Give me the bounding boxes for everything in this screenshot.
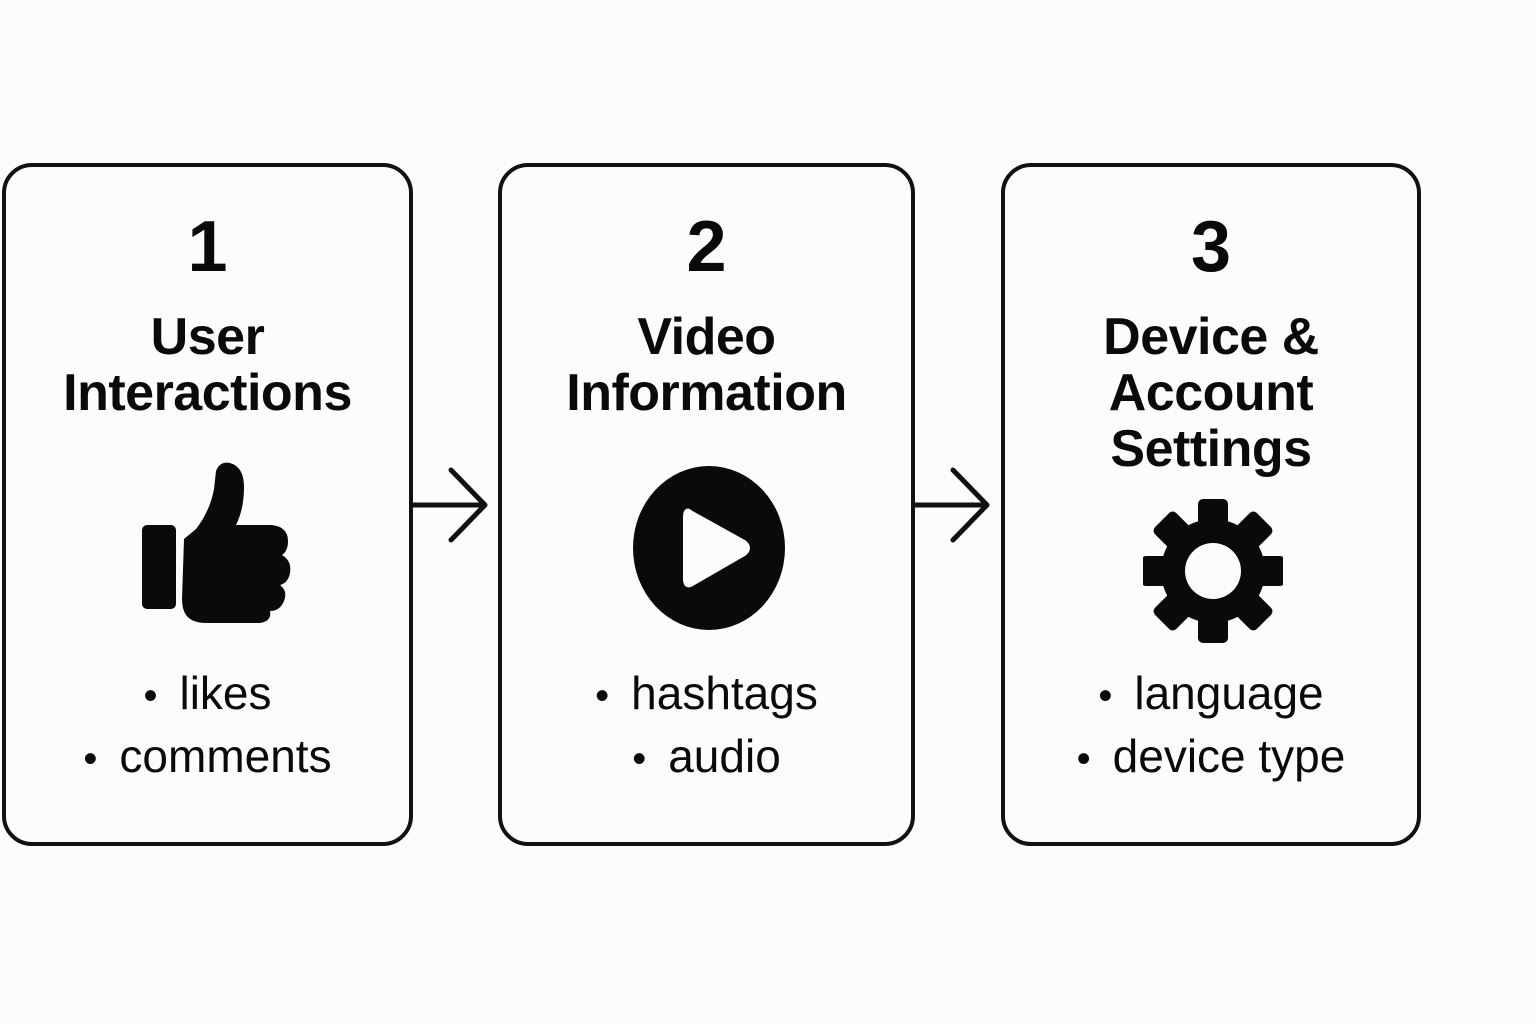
bullet-list: language device type [1005, 663, 1417, 789]
gear-icon [1143, 499, 1283, 643]
arrow-right-icon [913, 467, 990, 543]
bullet-item: likes [6, 663, 409, 726]
step-number: 1 [187, 207, 228, 287]
thumbs-up-icon [142, 462, 291, 623]
play-icon [633, 466, 785, 630]
step-number: 3 [1190, 207, 1232, 287]
arrow-right-icon [411, 467, 488, 543]
bullet-item: audio [502, 726, 911, 789]
bullet-item: device type [1005, 726, 1417, 789]
bullet-item: comments [6, 726, 409, 789]
bullet-list: likes comments [6, 663, 409, 789]
step-number: 2 [686, 207, 727, 287]
bullet-list: hashtags audio [502, 663, 911, 789]
bullet-item: language [1005, 663, 1417, 726]
bullet-item: hashtags [502, 663, 911, 726]
